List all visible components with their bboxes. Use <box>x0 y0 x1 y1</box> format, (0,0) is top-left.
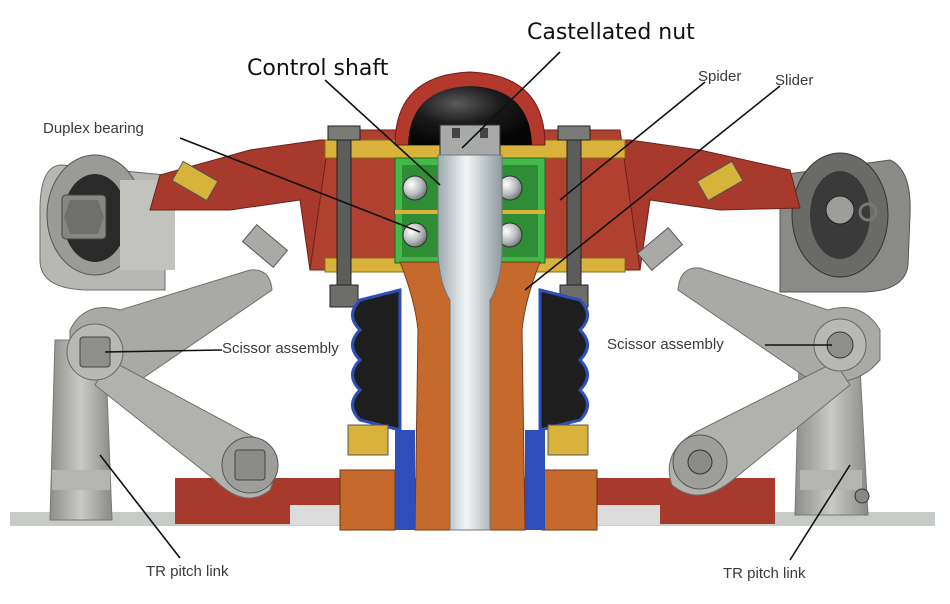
leader-lines <box>99 51 851 561</box>
long-bolts <box>327 125 591 308</box>
label-duplex-bearing: Duplex bearing <box>43 120 144 137</box>
left-rod-end <box>39 154 175 291</box>
leader-control-shaft <box>324 79 441 186</box>
label-scissor-assembly-left: Scissor assembly <box>222 340 339 357</box>
label-scissor-assembly-right: Scissor assembly <box>607 336 724 353</box>
leader-scissor-left <box>104 349 223 353</box>
scissor-right <box>668 267 881 496</box>
scissor-left <box>66 269 279 499</box>
label-castellated-nut: Castellated nut <box>527 20 695 45</box>
label-control-shaft: Control shaft <box>247 56 389 81</box>
label-slider: Slider <box>775 72 814 89</box>
leader-pitch-link-right <box>789 464 851 561</box>
leader-castellated-nut <box>461 51 561 149</box>
boot-left <box>351 288 402 432</box>
leader-duplex-bearing <box>179 137 421 233</box>
control-shaft <box>437 154 503 531</box>
lower-blocks <box>339 424 598 531</box>
castellated-nut-shape <box>439 124 501 156</box>
leader-pitch-link-left <box>99 454 181 559</box>
label-spider: Spider <box>698 68 742 85</box>
dome-cap <box>394 71 546 146</box>
arm-bolts <box>171 160 744 271</box>
label-pitch-link-left: TR pitch link <box>146 563 229 580</box>
right-rod-end <box>779 152 911 293</box>
leader-slider <box>524 85 781 291</box>
label-pitch-link-right: TR pitch link <box>723 565 806 582</box>
leader-spider <box>559 81 706 201</box>
boot-right <box>538 288 589 432</box>
